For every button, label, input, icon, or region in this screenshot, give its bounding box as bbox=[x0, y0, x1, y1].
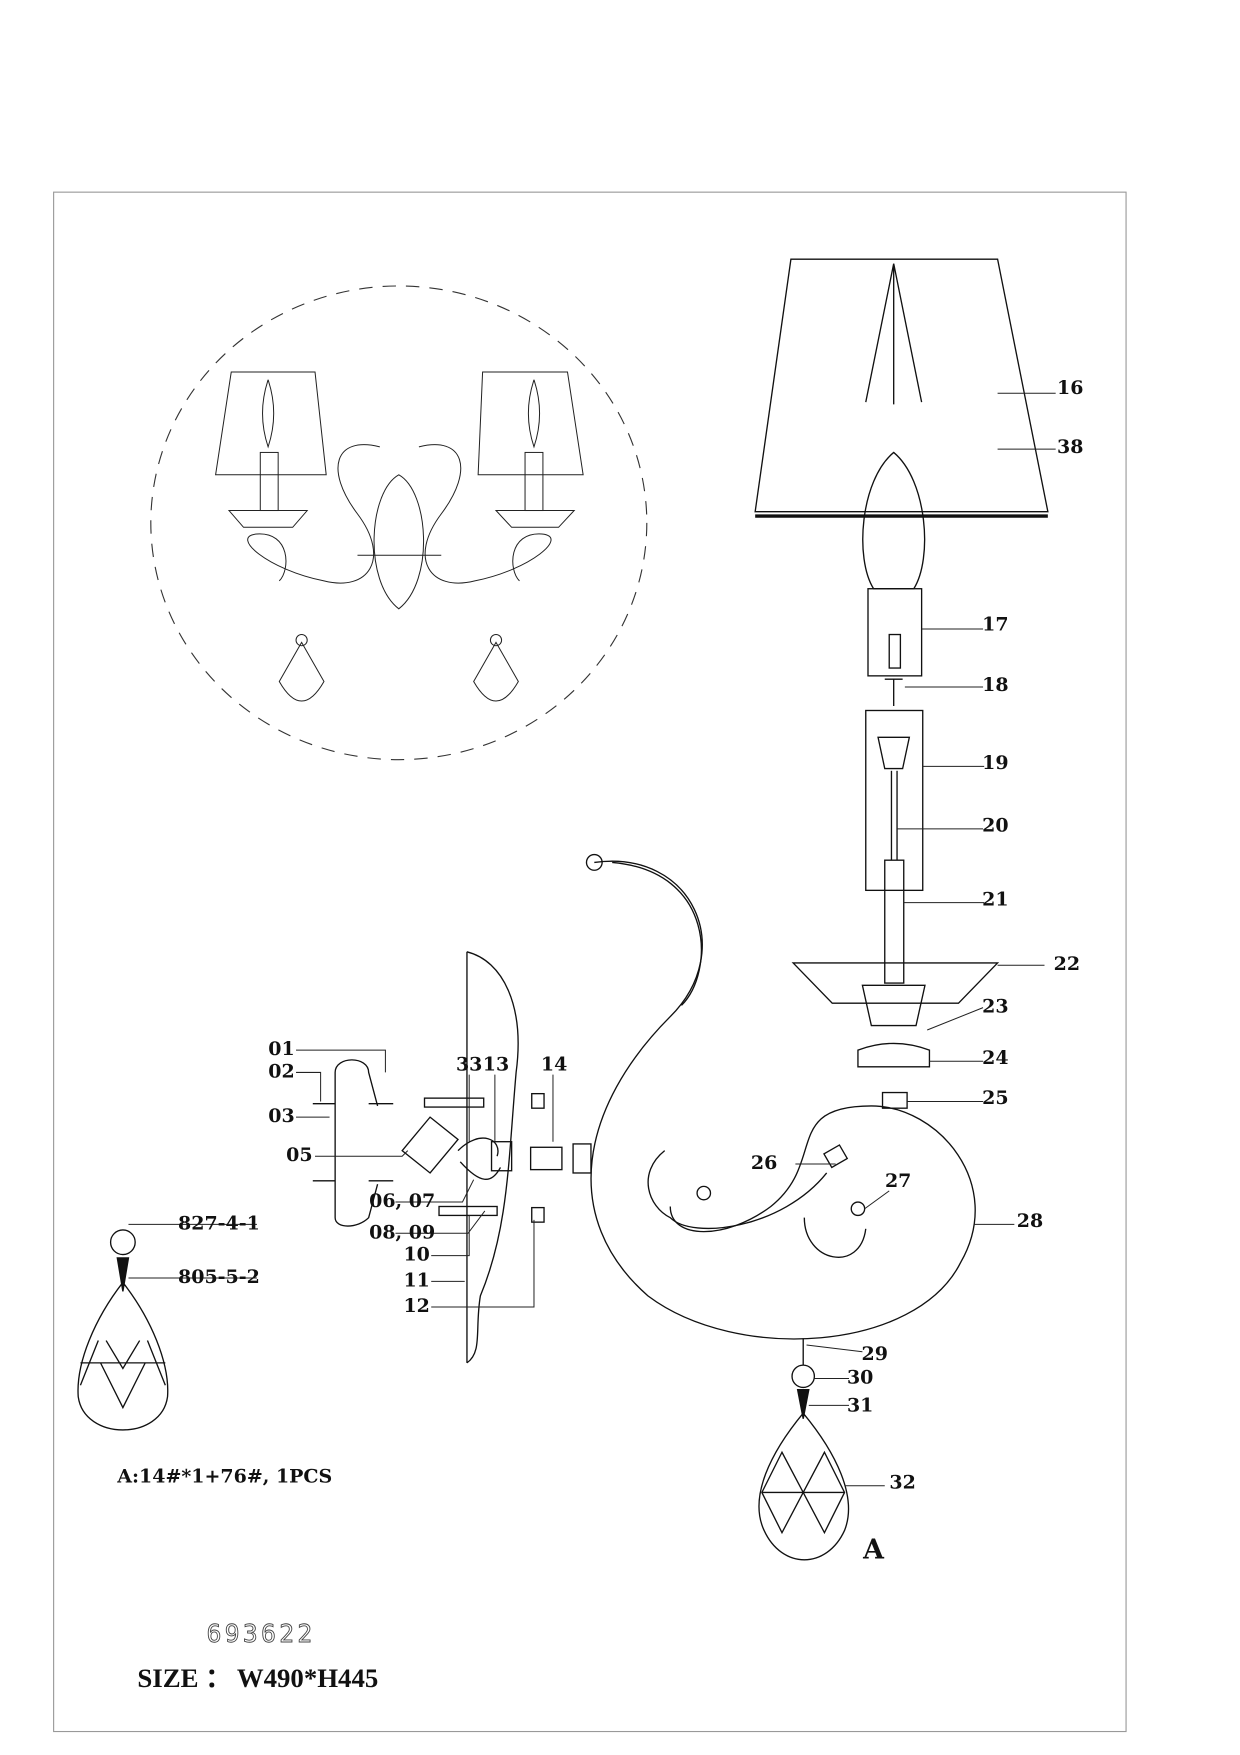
size-value: W490*H445 bbox=[237, 1663, 378, 1693]
detail-marker-a: A bbox=[862, 1535, 885, 1566]
label-05: 05 bbox=[286, 1144, 312, 1166]
backplate-parts bbox=[312, 951, 545, 1364]
label-19: 19 bbox=[982, 752, 1008, 774]
label-30: 30 bbox=[847, 1367, 873, 1389]
label-18: 18 bbox=[982, 674, 1008, 696]
label-16: 16 bbox=[1057, 377, 1083, 399]
label-805-5-2: 805-5-2 bbox=[178, 1266, 260, 1288]
leader-lines bbox=[128, 392, 1056, 1487]
label-12: 12 bbox=[403, 1295, 429, 1317]
label-11: 11 bbox=[403, 1269, 429, 1291]
label-10: 10 bbox=[403, 1244, 429, 1266]
part-labels: 16 38 17 18 19 20 21 22 23 24 25 26 27 2… bbox=[178, 377, 1083, 1566]
overview-illustration bbox=[150, 285, 648, 761]
label-21: 21 bbox=[982, 888, 1008, 910]
model-number: 693622 bbox=[207, 1619, 316, 1648]
label-29: 29 bbox=[861, 1343, 887, 1365]
label-23: 23 bbox=[982, 996, 1008, 1018]
label-22: 22 bbox=[1054, 953, 1080, 975]
drawing-frame bbox=[53, 191, 1127, 1733]
label-31: 31 bbox=[847, 1394, 873, 1416]
label-08-09: 08, 09 bbox=[369, 1221, 435, 1243]
label-14: 14 bbox=[541, 1054, 567, 1076]
label-26: 26 bbox=[751, 1152, 777, 1174]
label-33: 33 bbox=[456, 1054, 482, 1076]
crystal-detail bbox=[77, 1229, 169, 1431]
label-32: 32 bbox=[889, 1472, 915, 1494]
label-01: 01 bbox=[268, 1038, 294, 1060]
crystal-note: A:14#*1+76#, 1PCS bbox=[116, 1465, 332, 1487]
label-20: 20 bbox=[982, 815, 1008, 837]
label-38: 38 bbox=[1057, 436, 1083, 458]
label-17: 17 bbox=[982, 614, 1008, 636]
label-13: 13 bbox=[483, 1054, 509, 1076]
label-24: 24 bbox=[982, 1047, 1008, 1069]
size-label: SIZE ： bbox=[137, 1663, 232, 1693]
label-25: 25 bbox=[982, 1087, 1008, 1109]
label-03: 03 bbox=[268, 1105, 294, 1127]
label-02: 02 bbox=[268, 1060, 294, 1082]
label-06-07: 06, 07 bbox=[369, 1190, 435, 1212]
label-28: 28 bbox=[1017, 1210, 1043, 1232]
lamp-parts bbox=[529, 258, 1049, 1561]
label-27: 27 bbox=[885, 1170, 911, 1192]
label-827-4-1: 827-4-1 bbox=[178, 1212, 260, 1234]
